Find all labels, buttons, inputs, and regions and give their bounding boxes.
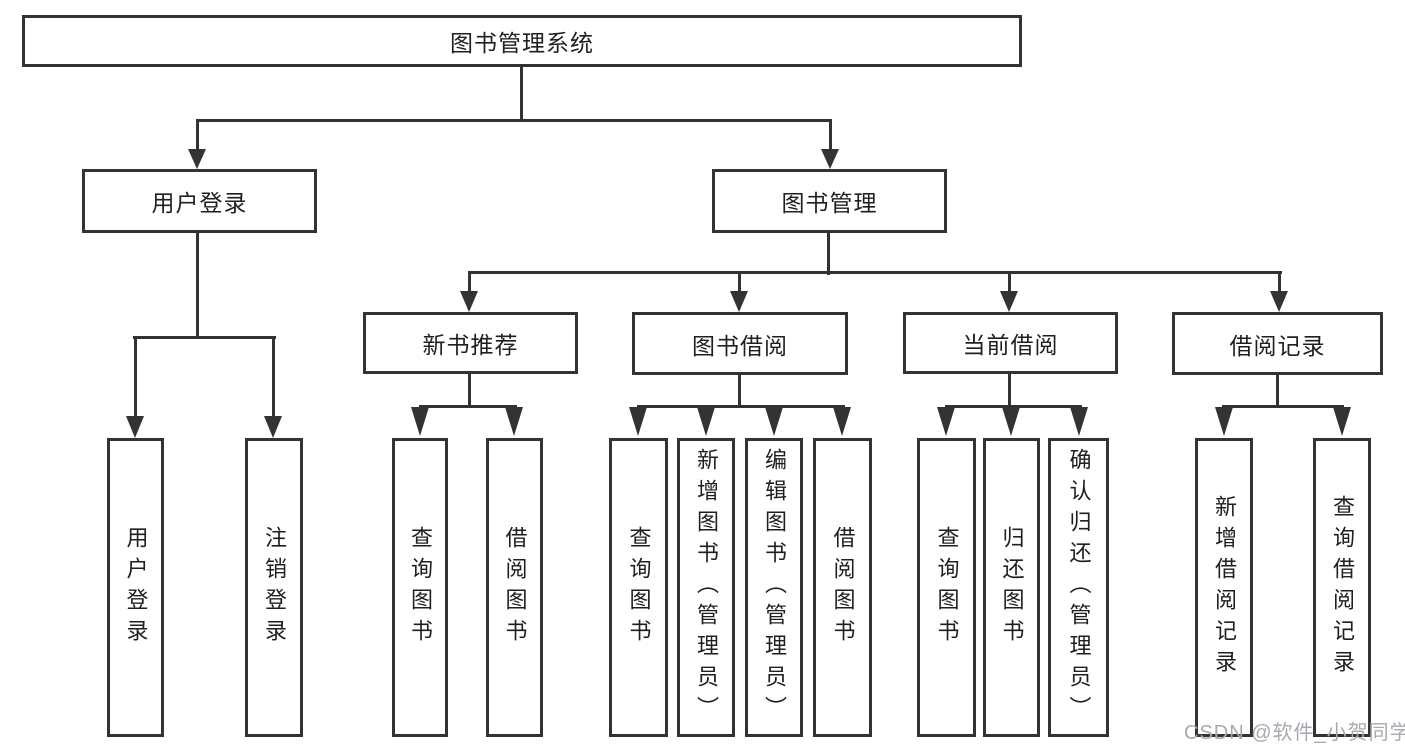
- connector-new-book-stub: [468, 372, 471, 408]
- node-borrow-records: 借阅记录: [1172, 312, 1383, 375]
- arrowhead-down-icon: [1002, 407, 1020, 436]
- arrowhead-down-icon: [629, 407, 647, 436]
- arrowhead-down-icon: [697, 407, 715, 436]
- connector-book-management-stub: [827, 231, 830, 275]
- connector-to-leaf-user-login: [134, 336, 137, 418]
- connector-to-current-borrow: [1008, 271, 1011, 293]
- connector-to-book-borrow: [738, 271, 741, 293]
- arrowhead-down-icon: [126, 416, 144, 438]
- arrowhead-down-icon: [505, 407, 523, 436]
- node-new-book-recommend: 新书推荐: [363, 312, 578, 374]
- connector-borrow-records-split: [1222, 405, 1344, 408]
- leaf-borrow-edit-book-admin: 编辑图书（管理员）: [745, 438, 803, 737]
- leaf-current-return-books: 归还图书: [983, 438, 1040, 737]
- arrowhead-down-icon: [730, 291, 748, 312]
- arrowhead-down-icon: [1070, 407, 1088, 436]
- leaf-current-query-books: 查询图书: [917, 438, 976, 737]
- leaf-records-query-record: 查询借阅记录: [1313, 438, 1371, 737]
- connector-user-login-stub: [196, 231, 199, 339]
- leaf-current-confirm-return-admin: 确认归还（管理员）: [1048, 438, 1109, 737]
- connector-to-new-book: [468, 271, 471, 293]
- leaf-records-add-record: 新增借阅记录: [1195, 438, 1253, 737]
- connector-to-user-login: [196, 119, 199, 152]
- connector-book-borrow-stub: [738, 373, 741, 408]
- arrowhead-down-icon: [188, 149, 206, 169]
- arrowhead-down-icon: [937, 407, 955, 436]
- connector-level2-split: [468, 271, 1282, 274]
- connector-current-borrow-split: [945, 405, 1082, 408]
- arrowhead-down-icon: [1270, 291, 1288, 312]
- arrowhead-down-icon: [411, 407, 429, 436]
- connector-to-leaf-logout: [272, 336, 275, 418]
- connector-user-login-split: [133, 336, 276, 339]
- arrowhead-down-icon: [1333, 407, 1351, 436]
- connector-borrow-records-stub: [1276, 373, 1279, 408]
- leaf-borrow-borrow-books: 借阅图书: [813, 438, 872, 737]
- leaf-borrow-add-book-admin: 新增图书（管理员）: [677, 438, 735, 737]
- node-library-management-system: 图书管理系统: [22, 15, 1022, 67]
- connector-level1-split: [196, 119, 832, 122]
- connector-book-borrow-split: [637, 405, 845, 408]
- leaf-logout: 注销登录: [245, 438, 303, 737]
- arrowhead-down-icon: [1000, 291, 1018, 312]
- leaf-user-login: 用户登录: [107, 438, 164, 737]
- node-book-borrow: 图书借阅: [632, 312, 848, 375]
- connector-to-borrow-records: [1278, 271, 1281, 293]
- arrowhead-down-icon: [460, 291, 478, 312]
- leaf-borrow-query-books: 查询图书: [609, 438, 668, 737]
- node-user-login: 用户登录: [82, 169, 317, 233]
- arrowhead-down-icon: [821, 149, 839, 169]
- node-book-management: 图书管理: [712, 169, 947, 233]
- connector-to-book-management: [829, 119, 832, 152]
- node-current-borrow: 当前借阅: [903, 312, 1118, 374]
- arrowhead-down-icon: [1215, 407, 1233, 436]
- leaf-newbook-borrow-books: 借阅图书: [486, 438, 543, 737]
- arrowhead-down-icon: [765, 407, 783, 436]
- leaf-newbook-query-books: 查询图书: [392, 438, 448, 737]
- arrowhead-down-icon: [264, 416, 282, 438]
- arrowhead-down-icon: [833, 407, 851, 436]
- connector-root-stub: [520, 66, 523, 122]
- connector-current-borrow-stub: [1008, 372, 1011, 408]
- connector-new-book-split: [419, 405, 517, 408]
- watermark: CSDN @软件_小贺同学: [1184, 722, 1405, 744]
